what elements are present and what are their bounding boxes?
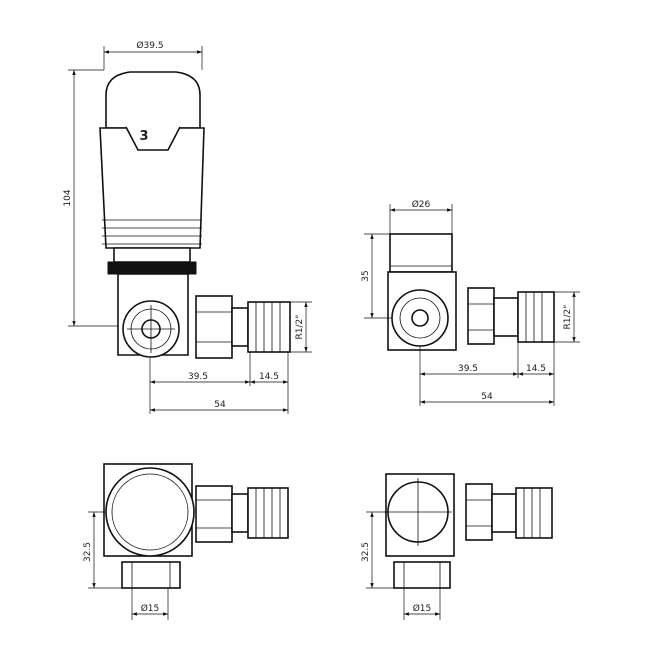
dim-total-label: 54 — [481, 392, 493, 402]
head-ribs — [102, 219, 202, 245]
dim-d1-label: 39.5 — [458, 364, 478, 374]
thread-lines — [525, 292, 543, 342]
dim-thread: R1/2" — [290, 301, 312, 353]
dim-height-label: 35 — [361, 270, 371, 281]
dim-bottom-diameter-label: Ø15 — [141, 603, 160, 614]
dim-thread-label: R1/2" — [563, 305, 573, 330]
dim-thread-label: R1/2" — [295, 315, 305, 340]
olive — [493, 297, 519, 337]
dim-top-diameter-label: Ø26 — [412, 199, 431, 210]
inlet-nut — [393, 561, 451, 589]
dim-horizontal: 39.5 14.5 54 — [149, 352, 289, 414]
thread-lines — [255, 302, 281, 352]
dim-top-diameter: Ø39.5 — [103, 40, 203, 70]
inlet-nut — [121, 561, 181, 589]
dim-horizontal: 39.5 14.5 54 — [419, 342, 555, 406]
dim-height-label: 104 — [63, 189, 73, 206]
dim-height: 32.5 — [83, 511, 122, 589]
dim-top-diameter-label: Ø39.5 — [136, 40, 163, 51]
dim-height-label: 32.5 — [83, 542, 93, 562]
view-front-compact: Ø26 35 R1/2" 39.5 14.5 54 — [361, 199, 580, 406]
dim-d2-label: 14.5 — [259, 372, 279, 382]
view-top-compact: 32.5 Ø15 — [361, 473, 553, 620]
dim-height: 32.5 — [361, 511, 394, 589]
hex-nut — [195, 295, 233, 359]
head-top-circle — [105, 467, 195, 557]
olive — [231, 307, 249, 347]
dim-bottom-diameter: Ø15 — [403, 588, 441, 620]
thread-tail — [247, 487, 289, 539]
thread-lines — [523, 488, 541, 538]
dim-height: 104 — [63, 69, 118, 327]
view-front-angled: 3 — [63, 40, 312, 414]
thread-lines — [255, 488, 281, 538]
olive — [491, 493, 517, 533]
dim-thread: R1/2" — [554, 291, 580, 343]
thread-tail — [517, 291, 555, 343]
knurled-ring — [107, 261, 197, 275]
view-top-angled: 32.5 Ø15 — [83, 463, 289, 620]
hex-nut — [465, 483, 493, 541]
olive — [231, 493, 249, 533]
dim-d1-label: 39.5 — [188, 372, 208, 382]
dim-d2-label: 14.5 — [526, 364, 546, 374]
head-cap — [105, 71, 201, 129]
dim-bottom-diameter: Ø15 — [131, 588, 169, 620]
dim-total-label: 54 — [214, 400, 226, 410]
setting-number: 3 — [139, 129, 148, 144]
dim-bottom-diameter-label: Ø15 — [413, 603, 432, 614]
hex-nut — [467, 287, 495, 345]
dim-height: 35 — [361, 233, 392, 319]
thread-tail — [247, 301, 291, 353]
hex-nut — [195, 485, 233, 543]
dim-height-label: 32.5 — [361, 542, 371, 562]
dim-top-diameter: Ø26 — [389, 199, 453, 234]
thread-tail — [515, 487, 553, 539]
